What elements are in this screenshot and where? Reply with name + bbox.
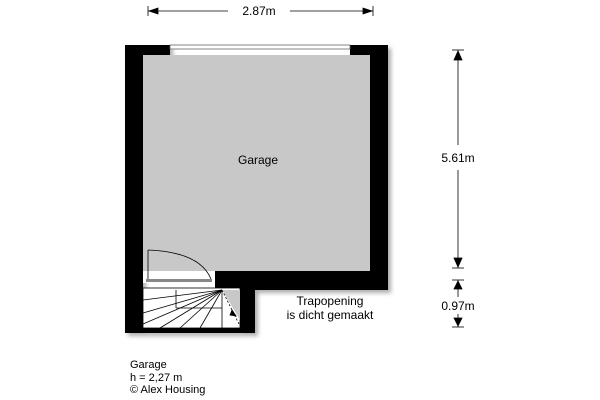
legend: Garage h = 2,27 m © Alex Housing: [130, 359, 205, 397]
depth-label: 5.61m: [441, 151, 474, 165]
legend-title: Garage: [130, 359, 167, 371]
stair-depth-dimension: [452, 279, 464, 328]
note-line-2: is dicht gemaakt: [287, 308, 374, 322]
garage-door[interactable]: [169, 44, 351, 50]
width-label: 2.87m: [242, 4, 275, 18]
width-dimension: [147, 6, 374, 16]
legend-copyright: © Alex Housing: [130, 384, 206, 396]
garage-floor: [143, 55, 370, 271]
stair-depth-label: 0.97m: [441, 299, 474, 313]
legend-height: h = 2,27 m: [130, 371, 183, 384]
walls: [125, 45, 388, 333]
depth-dimension: [452, 49, 464, 269]
interior-door[interactable]: [146, 249, 212, 282]
staircase: [142, 287, 241, 329]
room-label: Garage: [238, 153, 278, 167]
note-line-1: Trapopening: [297, 294, 364, 308]
